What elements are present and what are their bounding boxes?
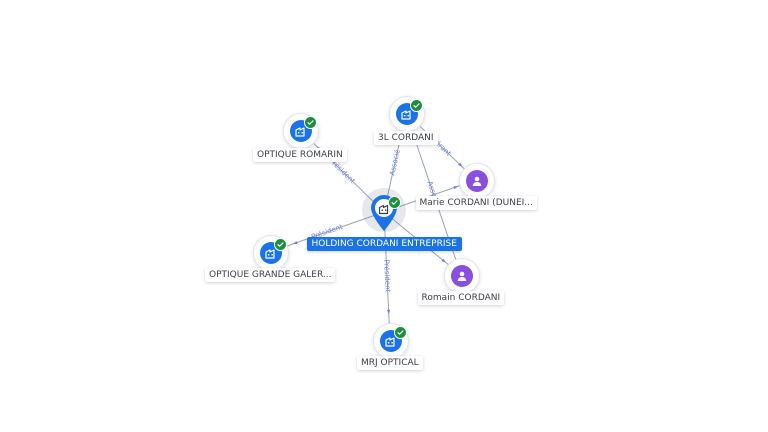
node-label[interactable]: Romain CORDANI: [417, 291, 505, 305]
node-label[interactable]: OPTIQUE ROMARIN: [253, 148, 347, 162]
person-icon: [457, 271, 467, 281]
verified-badge: [388, 196, 401, 209]
building-icon: [401, 110, 411, 120]
edge-label: Associé: [388, 149, 402, 177]
building-icon: [265, 249, 275, 259]
node-label[interactable]: Marie CORDANI (DUNEI...: [415, 196, 537, 210]
node-halo: [444, 258, 480, 294]
edge-center-optique-romarin: [299, 129, 385, 213]
building-icon: [385, 337, 395, 347]
edge-arrow: [453, 186, 459, 190]
node-halo: [459, 163, 495, 199]
person-node-disc[interactable]: [451, 265, 473, 287]
check-icon: [307, 120, 314, 125]
edge-label: Président: [382, 260, 392, 293]
verified-badge: [304, 116, 317, 129]
edge-center-mrj-optical: [383, 211, 391, 341]
person-icon: [472, 176, 482, 186]
check-icon: [397, 330, 404, 335]
check-icon: [413, 103, 420, 108]
edge-arrow: [458, 162, 463, 167]
edge-arrow: [441, 258, 446, 263]
edge-center-optique-grande-galer: [269, 211, 385, 253]
center-node-label[interactable]: HOLDING CORDANI ENTREPRISE: [306, 237, 462, 251]
edge-arrow: [387, 309, 391, 315]
check-icon: [277, 242, 284, 247]
verified-badge: [410, 99, 423, 112]
node-label[interactable]: MRJ OPTICAL: [357, 356, 423, 370]
node-label[interactable]: OPTIQUE GRANDE GALER...: [205, 268, 336, 282]
node-label[interactable]: 3L CORDANI: [374, 131, 438, 145]
edge-arrow: [292, 241, 298, 245]
building-icon: [295, 127, 305, 137]
verified-badge: [394, 326, 407, 339]
verified-badge: [274, 238, 287, 251]
person-node-disc[interactable]: [466, 170, 488, 192]
check-icon: [391, 200, 398, 205]
